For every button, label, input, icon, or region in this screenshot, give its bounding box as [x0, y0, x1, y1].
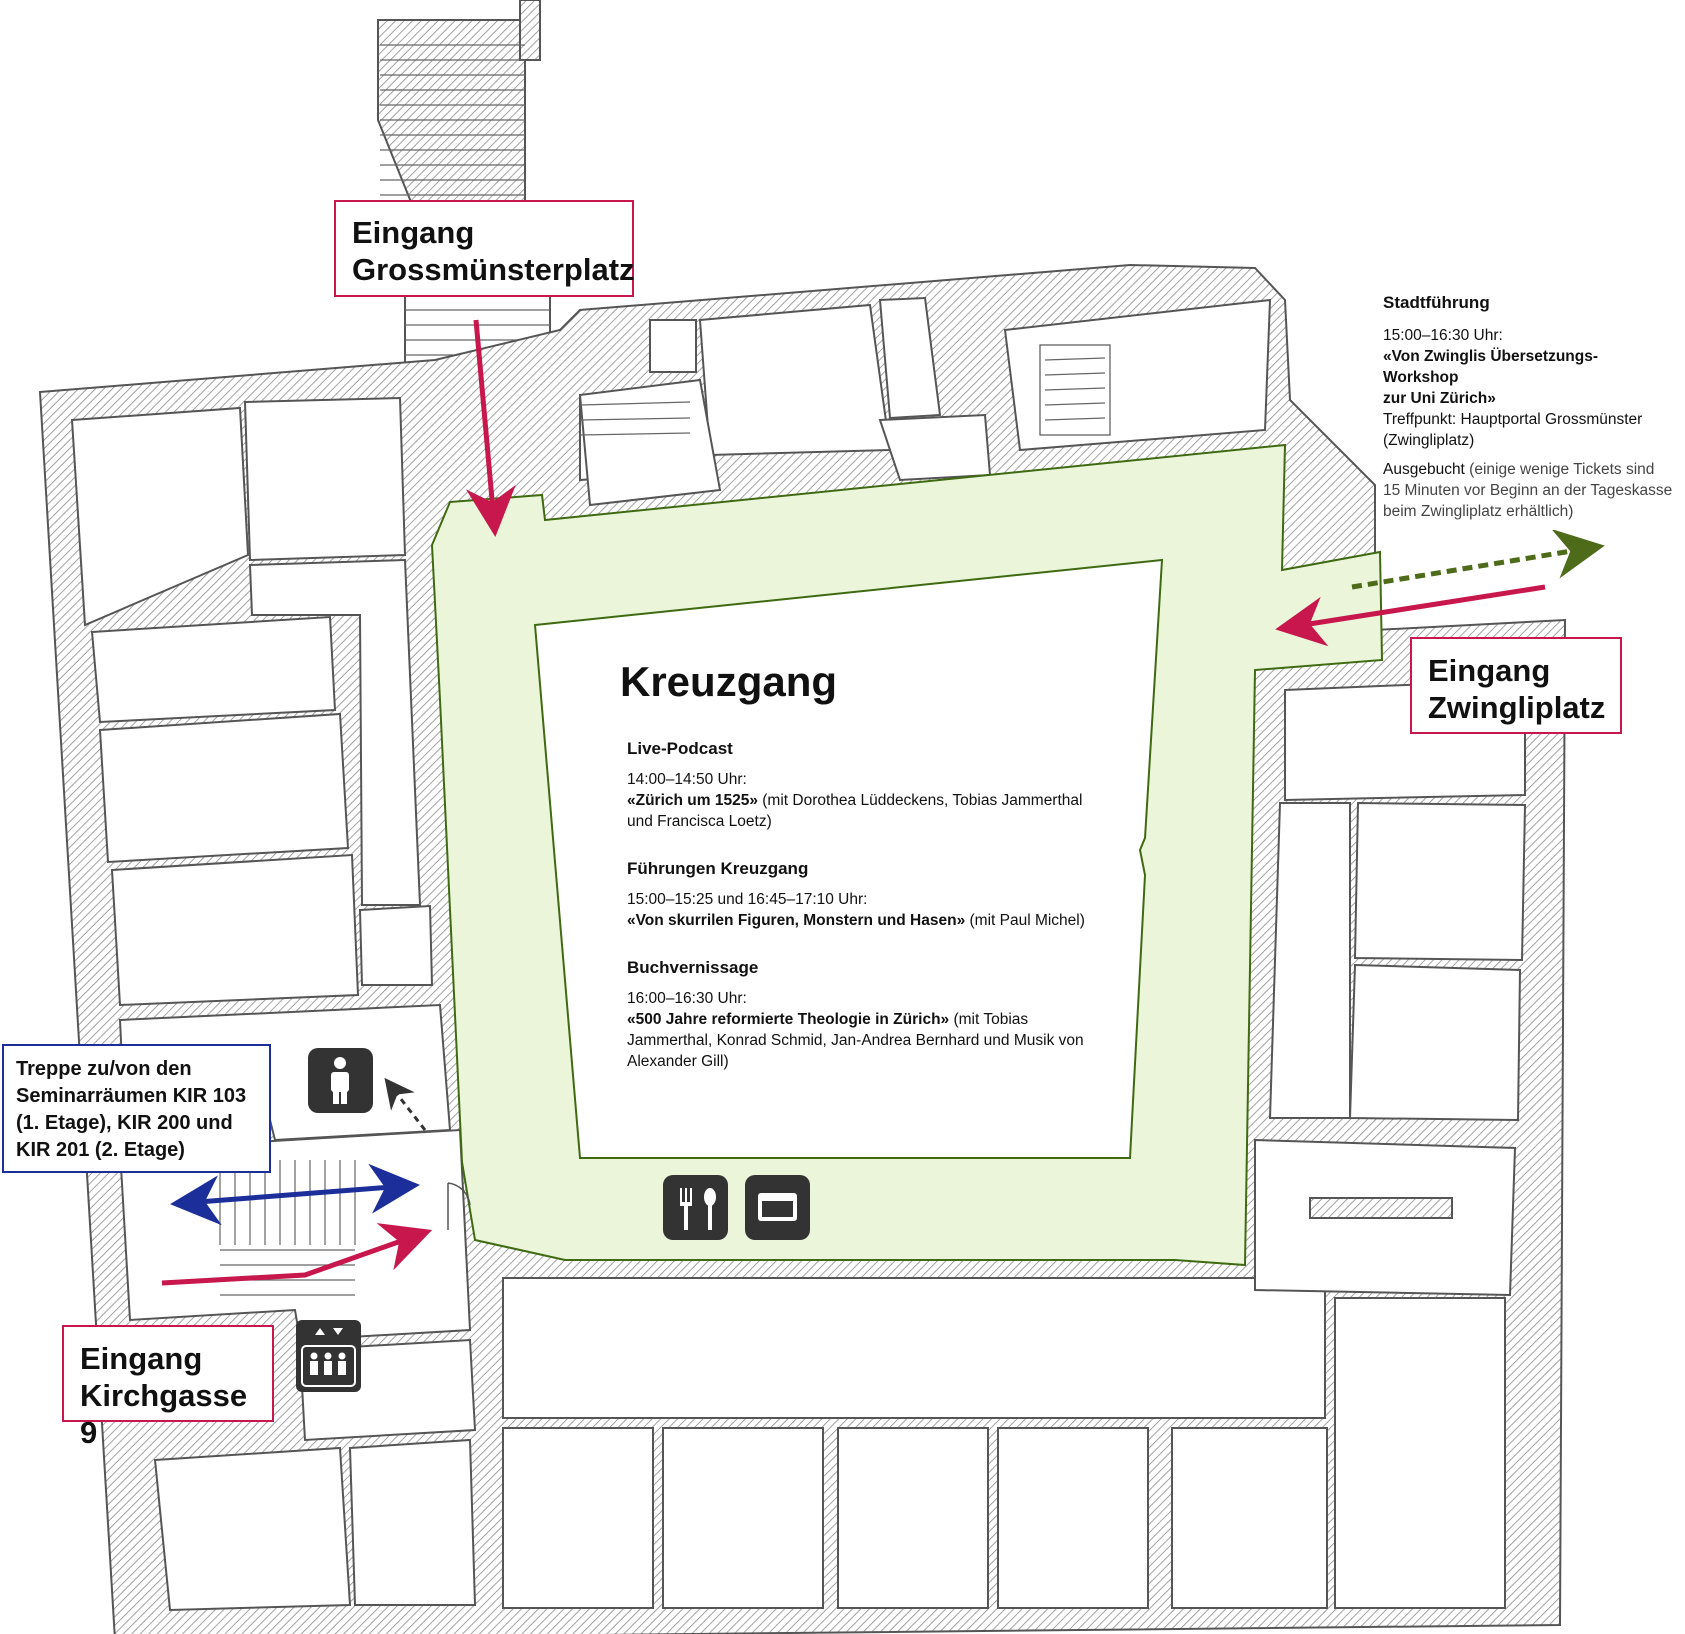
entrance-kirchgasse-line2: Kirchgasse 9: [80, 1378, 248, 1450]
event-heading: Buchvernissage: [627, 958, 759, 977]
entrance-zwingli-label: Eingang Zwingliplatz: [1410, 637, 1622, 734]
city-tour-info: Stadtführung 15:00–16:30 Uhr: «Von Zwing…: [1383, 292, 1673, 530]
event-details: (mit Paul Michel): [965, 912, 1085, 929]
courtyard-title: Kreuzgang: [620, 658, 838, 705]
city-tour-status-note: (einige wenige Tickets sind 15 Minuten v…: [1383, 461, 1673, 520]
south-west-rooms: [153, 1338, 477, 1612]
city-tour-heading: Stadtführung: [1383, 293, 1490, 312]
city-tour-title-line1: «Von Zwinglis Übersetzungs-Workshop: [1383, 348, 1599, 386]
event-buchvernissage: Buchvernissage 16:00–16:30 Uhr: «500 Jah…: [627, 957, 1107, 1072]
event-heading: Führungen Kreuzgang: [627, 859, 809, 878]
south-rooms: [502, 1277, 1506, 1609]
city-tour-title-line2: zur Uni Zürich»: [1383, 390, 1496, 407]
city-tour-time: 15:00–16:30 Uhr:: [1383, 327, 1503, 344]
event-time: 14:00–14:50 Uhr:: [627, 771, 747, 788]
courtyard-events: Live-Podcast 14:00–14:50 Uhr: «Zürich um…: [627, 738, 1107, 1098]
event-heading: Live-Podcast: [627, 739, 733, 758]
event-title: «Von skurrilen Figuren, Monstern und Has…: [627, 912, 966, 929]
zwingli-entrance-arrow: [1275, 584, 1546, 647]
restroom-icon: [308, 1048, 373, 1113]
event-live-podcast: Live-Podcast 14:00–14:50 Uhr: «Zürich um…: [627, 738, 1107, 832]
courtyard-garden: [533, 558, 1164, 1159]
book-shop-icon: [745, 1175, 810, 1240]
event-title: «Zürich um 1525»: [627, 792, 758, 809]
stairs-note-line2: Seminarräumen KIR 103: [16, 1085, 247, 1107]
entrance-zwingli-line1: Eingang: [1428, 653, 1551, 688]
city-tour-arrow: [1351, 528, 1605, 590]
north-stairs: [579, 344, 1111, 436]
restaurant-icon: [663, 1175, 728, 1240]
event-time: 16:00–16:30 Uhr:: [627, 990, 747, 1007]
entrance-grossmuenster-line1: Eingang: [352, 215, 475, 250]
west-rooms: [70, 396, 452, 1142]
entrance-grossmuenster-line2: Grossmünsterplatz: [352, 252, 635, 287]
east-rooms: [1254, 678, 1527, 1297]
event-title: «500 Jahre reformierte Theologie in Züri…: [627, 1011, 950, 1028]
city-tour-meeting: Treffpunkt: Hauptportal Grossmünster (Zw…: [1383, 411, 1643, 449]
stairs-arrow: [170, 1163, 420, 1226]
event-details: (mit Dorothea Lüddeckens, Tobias Jammert…: [627, 792, 1083, 830]
entrance-kirchgasse-label: Eingang Kirchgasse 9: [62, 1325, 274, 1450]
elevator-icon: [296, 1320, 361, 1392]
stairs-note-line4: KIR 201 (2. Etage): [16, 1139, 185, 1161]
kirchgasse-entrance-arrow: [161, 1223, 433, 1286]
north-rooms: [578, 296, 1272, 507]
stairs-note-line3: (1. Etage), KIR 200 und: [16, 1112, 233, 1134]
event-fuehrungen: Führungen Kreuzgang 15:00–15:25 und 16:4…: [627, 858, 1107, 931]
event-details: (mit Tobias Jammerthal, Konrad Schmid, J…: [627, 1011, 1084, 1070]
stairs-note-line1: Treppe zu/von den: [16, 1058, 192, 1080]
grossmuenster-entrance-arrow: [465, 319, 516, 537]
entrance-zwingli-line2: Zwingliplatz: [1428, 690, 1606, 725]
north-stair-tower: [377, 0, 551, 376]
entrance-kirchgasse-line1: Eingang: [80, 1341, 203, 1376]
stairs-note: Treppe zu/von den Seminarräumen KIR 103 …: [2, 1044, 271, 1173]
west-door: [447, 1182, 471, 1230]
entrance-grossmuenster-label: Eingang Grossmünsterplatz: [334, 200, 635, 297]
city-tour-status: Ausgebucht: [1383, 461, 1465, 478]
restroom-pointer-arrow: [384, 1077, 427, 1131]
event-time: 15:00–15:25 und 16:45–17:10 Uhr:: [627, 891, 868, 908]
